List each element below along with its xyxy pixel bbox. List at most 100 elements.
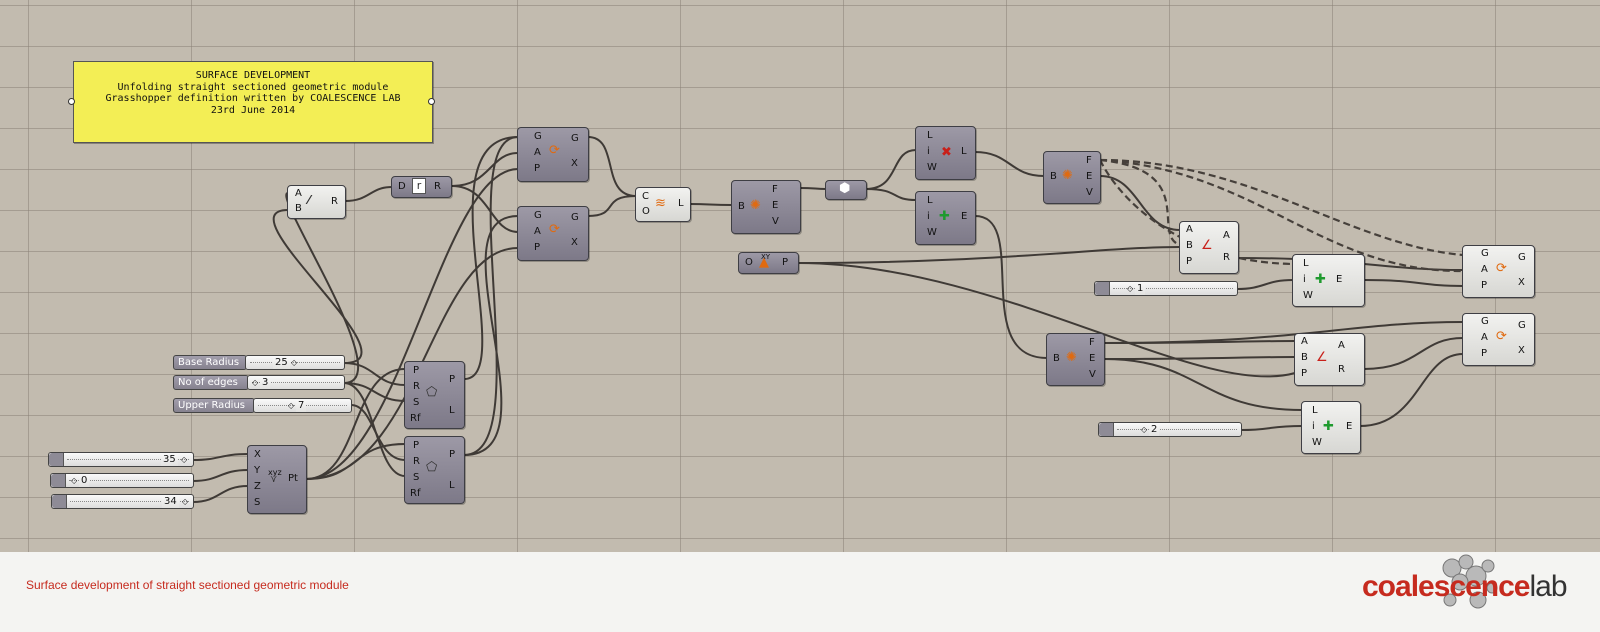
- output-l[interactable]: L: [961, 146, 967, 157]
- output-e[interactable]: E: [961, 211, 968, 222]
- input-p[interactable]: P: [413, 440, 420, 451]
- input-a[interactable]: A: [1481, 264, 1488, 275]
- rotate-component-1[interactable]: G A P ⟳ G X: [517, 127, 589, 182]
- list-item-component-1[interactable]: L i W ✖ L: [915, 126, 976, 180]
- input-c[interactable]: C: [642, 191, 649, 202]
- input-w[interactable]: W: [1303, 290, 1313, 301]
- input-b[interactable]: B: [1053, 353, 1060, 364]
- output-v[interactable]: V: [1089, 369, 1096, 380]
- rotate-component-3[interactable]: G A P ⟳ G X: [1462, 245, 1535, 298]
- input-p[interactable]: P: [534, 163, 541, 174]
- input-a[interactable]: A: [1481, 332, 1488, 343]
- output-g[interactable]: G: [1518, 252, 1526, 263]
- output-v[interactable]: V: [772, 216, 779, 227]
- output-l[interactable]: L: [449, 405, 455, 416]
- output-f[interactable]: F: [772, 184, 778, 195]
- output-e[interactable]: E: [772, 200, 779, 211]
- input-p[interactable]: P: [1481, 348, 1488, 359]
- output-g[interactable]: G: [571, 133, 579, 144]
- upper-radius-slider[interactable]: ◇ 7: [253, 398, 352, 413]
- output-l[interactable]: L: [678, 198, 684, 209]
- z-slider[interactable]: 34 ◇: [51, 494, 194, 509]
- input-w[interactable]: W: [1312, 437, 1322, 448]
- output-a[interactable]: A: [1338, 340, 1345, 351]
- input-o[interactable]: O: [642, 206, 650, 217]
- division-component[interactable]: A B ⁄ R: [287, 185, 346, 219]
- output-p[interactable]: P: [449, 374, 456, 385]
- input-i[interactable]: i: [927, 211, 930, 222]
- construct-point-component[interactable]: X Y Z S xyz ⋎ Pt: [247, 445, 307, 514]
- input-b[interactable]: B: [295, 203, 302, 214]
- polygon-component-2[interactable]: P R S Rf ⬠ P L: [404, 436, 465, 504]
- input-i[interactable]: i: [927, 146, 930, 157]
- input-p[interactable]: P: [413, 365, 420, 376]
- output-l[interactable]: L: [449, 480, 455, 491]
- output-g[interactable]: G: [571, 212, 579, 223]
- input-a[interactable]: A: [1301, 336, 1308, 347]
- input-a[interactable]: A: [534, 147, 541, 158]
- input-g[interactable]: G: [1481, 316, 1489, 327]
- slider-name-base-radius[interactable]: Base Radius: [173, 355, 247, 370]
- output-f[interactable]: F: [1089, 337, 1095, 348]
- input-p[interactable]: P: [534, 242, 541, 253]
- deconstruct-brep-component-3[interactable]: B ✺ F E V: [1046, 333, 1105, 386]
- output-r[interactable]: R: [331, 196, 338, 207]
- input-p[interactable]: P: [1301, 368, 1308, 379]
- input-s[interactable]: S: [413, 397, 420, 408]
- base-radius-slider[interactable]: 25 ◇: [245, 355, 345, 370]
- hexagon-component[interactable]: ⬢: [825, 180, 867, 200]
- input-b[interactable]: B: [738, 201, 745, 212]
- input-rf[interactable]: Rf: [410, 488, 421, 499]
- output-r[interactable]: R: [1223, 252, 1230, 263]
- output-x[interactable]: X: [1518, 277, 1525, 288]
- input-r[interactable]: R: [413, 456, 420, 467]
- radians-component[interactable]: D r R: [391, 176, 452, 198]
- loft-component[interactable]: C O ≋ L: [635, 187, 691, 222]
- output-r[interactable]: R: [434, 181, 441, 192]
- list-item-component-2[interactable]: L i W ✚ E: [915, 191, 976, 245]
- slider-name-no-of-edges[interactable]: No of edges: [173, 375, 249, 390]
- deconstruct-brep-component-2[interactable]: B ✺ F E V: [1043, 151, 1101, 204]
- input-x[interactable]: X: [254, 449, 261, 460]
- input-a[interactable]: A: [295, 188, 302, 199]
- input-l[interactable]: L: [1312, 405, 1318, 416]
- output-v[interactable]: V: [1086, 187, 1093, 198]
- input-a[interactable]: A: [1186, 224, 1193, 235]
- angle-component-1[interactable]: A B P ∠ A R: [1179, 221, 1239, 274]
- output-r[interactable]: R: [1338, 364, 1345, 375]
- index-slider-2[interactable]: ◇ 2: [1098, 422, 1242, 437]
- slider-grip[interactable]: [1099, 423, 1114, 436]
- definition-note[interactable]: SURFACE DEVELOPMENT Unfolding straight s…: [73, 61, 433, 143]
- input-z[interactable]: Z: [254, 481, 261, 492]
- output-x[interactable]: X: [571, 158, 578, 169]
- input-b[interactable]: B: [1301, 352, 1308, 363]
- y-slider[interactable]: ◇ 0: [50, 473, 194, 488]
- output-e[interactable]: E: [1336, 274, 1343, 285]
- xy-plane-component[interactable]: O ▲ XY P: [738, 252, 799, 274]
- input-l[interactable]: L: [927, 195, 933, 206]
- input-g[interactable]: G: [534, 131, 542, 142]
- output-e[interactable]: E: [1346, 421, 1353, 432]
- input-p[interactable]: P: [1481, 280, 1488, 291]
- angle-component-2[interactable]: A B P ∠ A R: [1294, 333, 1365, 386]
- input-g[interactable]: G: [534, 210, 542, 221]
- rotate-component-2[interactable]: G A P ⟳ G X: [517, 206, 589, 261]
- input-s[interactable]: S: [254, 497, 261, 508]
- output-pt[interactable]: Pt: [288, 473, 298, 484]
- no-of-edges-slider[interactable]: ◇ 3: [247, 375, 345, 390]
- x-slider[interactable]: 35 ◇: [48, 452, 194, 467]
- slider-grip[interactable]: [52, 495, 67, 508]
- input-p[interactable]: P: [1186, 256, 1193, 267]
- output-x[interactable]: X: [571, 237, 578, 248]
- input-o[interactable]: O: [745, 257, 753, 268]
- output-p[interactable]: P: [782, 257, 789, 268]
- input-w[interactable]: W: [927, 162, 937, 173]
- output-e[interactable]: E: [1086, 171, 1093, 182]
- slider-grip[interactable]: [49, 453, 64, 466]
- input-i[interactable]: i: [1303, 274, 1306, 285]
- deconstruct-brep-component[interactable]: B ✺ F E V: [731, 180, 801, 234]
- input-y[interactable]: Y: [254, 465, 261, 476]
- output-f[interactable]: F: [1086, 155, 1092, 166]
- input-l[interactable]: L: [1303, 258, 1309, 269]
- rotate-component-4[interactable]: G A P ⟳ G X: [1462, 313, 1535, 366]
